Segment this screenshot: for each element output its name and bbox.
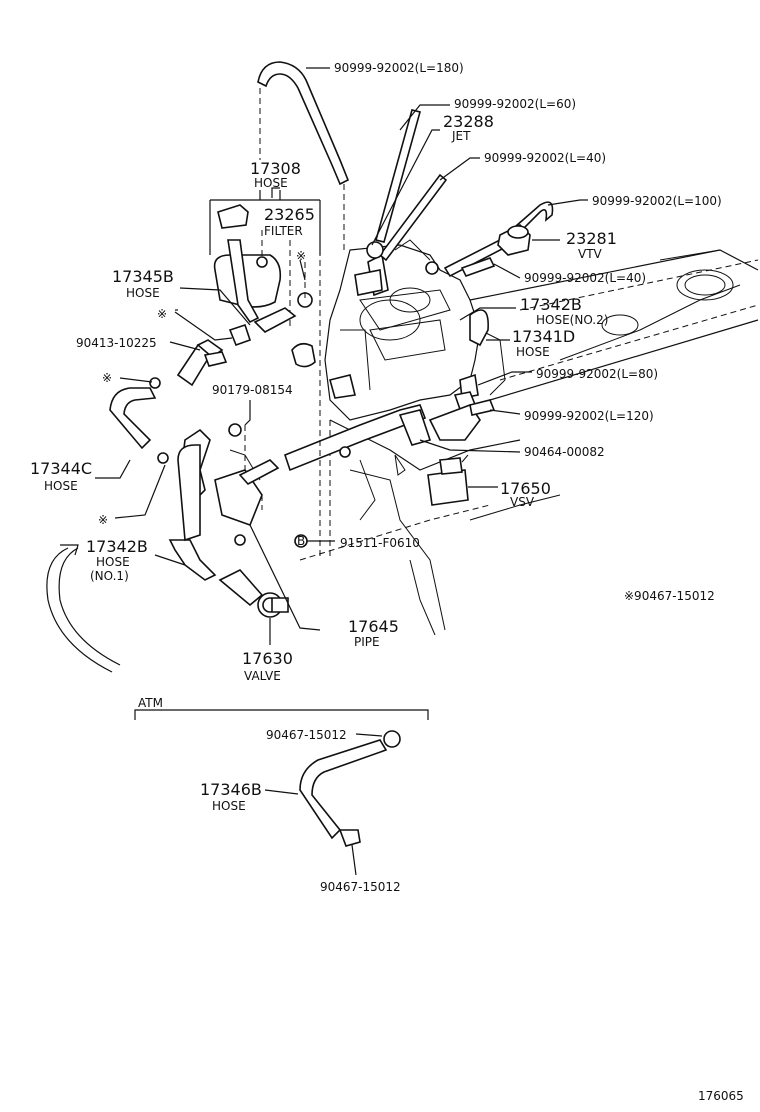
label-p17-num: 23265 [264, 205, 315, 224]
label-p13-name: VSV [510, 495, 535, 509]
label-p11: 90999-92002(L=120) [524, 409, 654, 423]
label-p3-num: 23288 [443, 112, 494, 131]
label-p23-name: PIPE [354, 635, 380, 649]
atm-inset [134, 709, 429, 876]
figure-number: 176065 [698, 1089, 744, 1103]
label-p19: 90413-10225 [76, 336, 157, 350]
leader-lines [95, 67, 588, 645]
label-p21-num: 17344C [30, 459, 92, 478]
label-p20: 90179-08154 [212, 383, 293, 397]
label-p12: 90464-00082 [524, 445, 605, 459]
label-p8-name: HOSE(NO.2) [536, 313, 608, 327]
label-p22-num: 17342B [86, 537, 148, 556]
mark-3: ※ [102, 371, 112, 385]
label-p7: 90999-92002(L=40) [524, 271, 646, 285]
label-p25: 90467-15012 [266, 728, 347, 742]
label-p22-sub: (NO.1) [90, 569, 129, 583]
label-p24-name: VALVE [244, 669, 281, 683]
union-90413 [176, 339, 228, 387]
label-p9-name: HOSE [516, 345, 550, 359]
label-p15: ※90467-15012 [624, 589, 715, 603]
pipe-17645-assembly [168, 423, 280, 581]
label-p1: 90999-92002(L=180) [334, 61, 464, 75]
vsv-17650 [427, 454, 469, 506]
label-p17-name: FILTER [264, 224, 303, 238]
label-p23-num: 17645 [348, 617, 399, 636]
label-p6-name: VTV [578, 247, 603, 261]
label-p2: 90999-92002(L=60) [454, 97, 576, 111]
mark-4: ※ [98, 513, 108, 527]
labels: 90999-92002(L=180) 90999-92002(L=60) 232… [30, 61, 744, 1103]
label-p10: 90999-92002(L=80) [536, 367, 658, 381]
hose-17308-bracket [209, 190, 321, 330]
label-p24-num: 17630 [242, 649, 293, 668]
label-p13-num: 17650 [500, 479, 551, 498]
bolt-91511: B [294, 534, 308, 548]
hose-17342b-no1 [46, 544, 121, 673]
label-atm: ATM [138, 696, 163, 710]
label-p8-num: 17342B [520, 295, 582, 314]
hose-17344c [109, 377, 169, 464]
hose-l180 [257, 61, 350, 250]
valve-17630 [218, 569, 289, 618]
bolt-mark-label: B [297, 534, 305, 548]
label-p27: 90467-15012 [320, 880, 401, 894]
mark-2: ※ [296, 249, 306, 263]
label-p14: 91511-F0610 [340, 536, 420, 550]
label-p5: 90999-92002(L=100) [592, 194, 722, 208]
label-p26-num: 17346B [200, 780, 262, 799]
label-p6-num: 23281 [566, 229, 617, 248]
hose-17345b [228, 250, 321, 560]
label-p18-name: HOSE [126, 286, 160, 300]
mark-1: ※ [157, 307, 167, 321]
label-p4: 90999-92002(L=40) [484, 151, 606, 165]
label-p22-name: HOSE [96, 555, 130, 569]
label-p3-name: JET [451, 129, 471, 143]
label-p9-num: 17341D [512, 327, 575, 346]
label-p18-num: 17345B [112, 267, 174, 286]
label-p26-name: HOSE [212, 799, 246, 813]
label-p16-name: HOSE [254, 176, 288, 190]
top-right-hoses [329, 109, 554, 446]
label-p16-num: 17308 [250, 159, 301, 178]
label-p21-name: HOSE [44, 479, 78, 493]
